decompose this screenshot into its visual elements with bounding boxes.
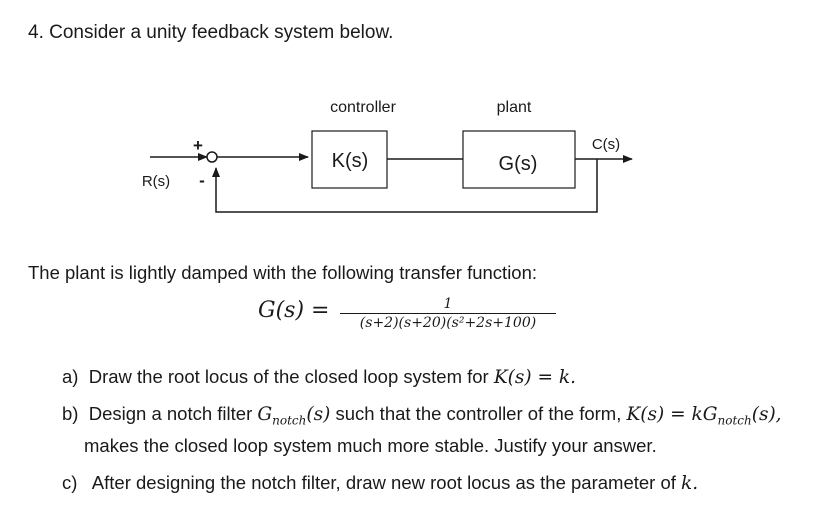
plant-label: plant [497,99,532,116]
block-diagram: controller plant K(s) G(s) R(s) C(s) + - [142,99,633,213]
part-b-text-2: such that the controller of the form, [330,403,627,424]
plus-sign: + [193,136,203,155]
summing-junction [206,151,218,163]
controller-label: controller [330,99,396,116]
controller-block [311,130,388,189]
part-a: a) Draw the root locus of the closed loo… [62,366,576,388]
transfer-denominator: (s+2)(s+20)(s²+2s+100) [359,315,537,331]
part-b: b) Design a notch filter Gnotch(s) such … [62,403,782,428]
intro-text: The plant is lightly damped with the fol… [28,262,538,283]
transfer-fraction: 1 (s+2)(s+20)(s²+2s+100) [340,296,556,331]
part-b-sub-2: notch [717,413,752,428]
controller-block-label: K(s) [332,150,369,172]
transfer-lhs: G(s) = [258,298,330,323]
part-a-text: a) Draw the root locus of the closed loo… [62,366,494,387]
part-b-text-1: b) Design a notch filter [62,403,258,424]
feedback-path [212,159,598,213]
part-c: c) After designing the notch filter, dra… [62,472,698,494]
output-label: C(s) [592,136,620,153]
transfer-numerator: 1 [443,296,453,312]
minus-sign: - [199,171,205,190]
plant-block-label: G(s) [499,153,538,175]
question-title: 4. Consider a unity feedback system belo… [28,22,394,43]
part-b-math-1: G [257,404,273,425]
part-b-math-2-arg: (s), [751,404,782,425]
part-c-math: k. [681,473,699,494]
part-b-math-2: K(s) = kG [626,404,718,425]
part-c-text: c) After designing the notch filter, dra… [62,472,682,493]
input-label: R(s) [142,173,170,190]
part-a-math: K(s) = k. [493,367,576,388]
fraction-bar [340,313,556,314]
part-b-continued: makes the closed loop system much more s… [84,435,657,456]
part-b-math-1-arg: (s) [306,404,331,425]
part-b-sub-1: notch [272,413,307,428]
